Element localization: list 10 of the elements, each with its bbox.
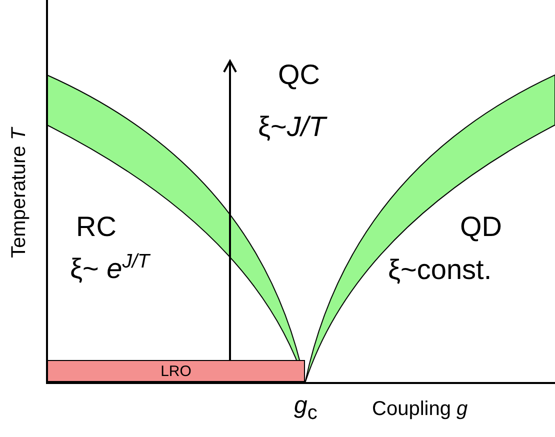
- order-bar: LRO: [47, 360, 305, 382]
- axis-title: Temperature T: [8, 128, 30, 258]
- axis-title: Coupling g: [372, 398, 468, 420]
- region-label: QD: [460, 212, 502, 243]
- formula-text: ξ~ e$^{J/T}$: [70, 252, 150, 286]
- region-label: RC: [76, 212, 116, 243]
- formula-text: ξ~J/T: [258, 112, 326, 143]
- critical-point-label: g$_{c}$: [294, 393, 318, 424]
- region-label: QC: [278, 60, 320, 91]
- formula-text: ξ~const.: [388, 255, 492, 286]
